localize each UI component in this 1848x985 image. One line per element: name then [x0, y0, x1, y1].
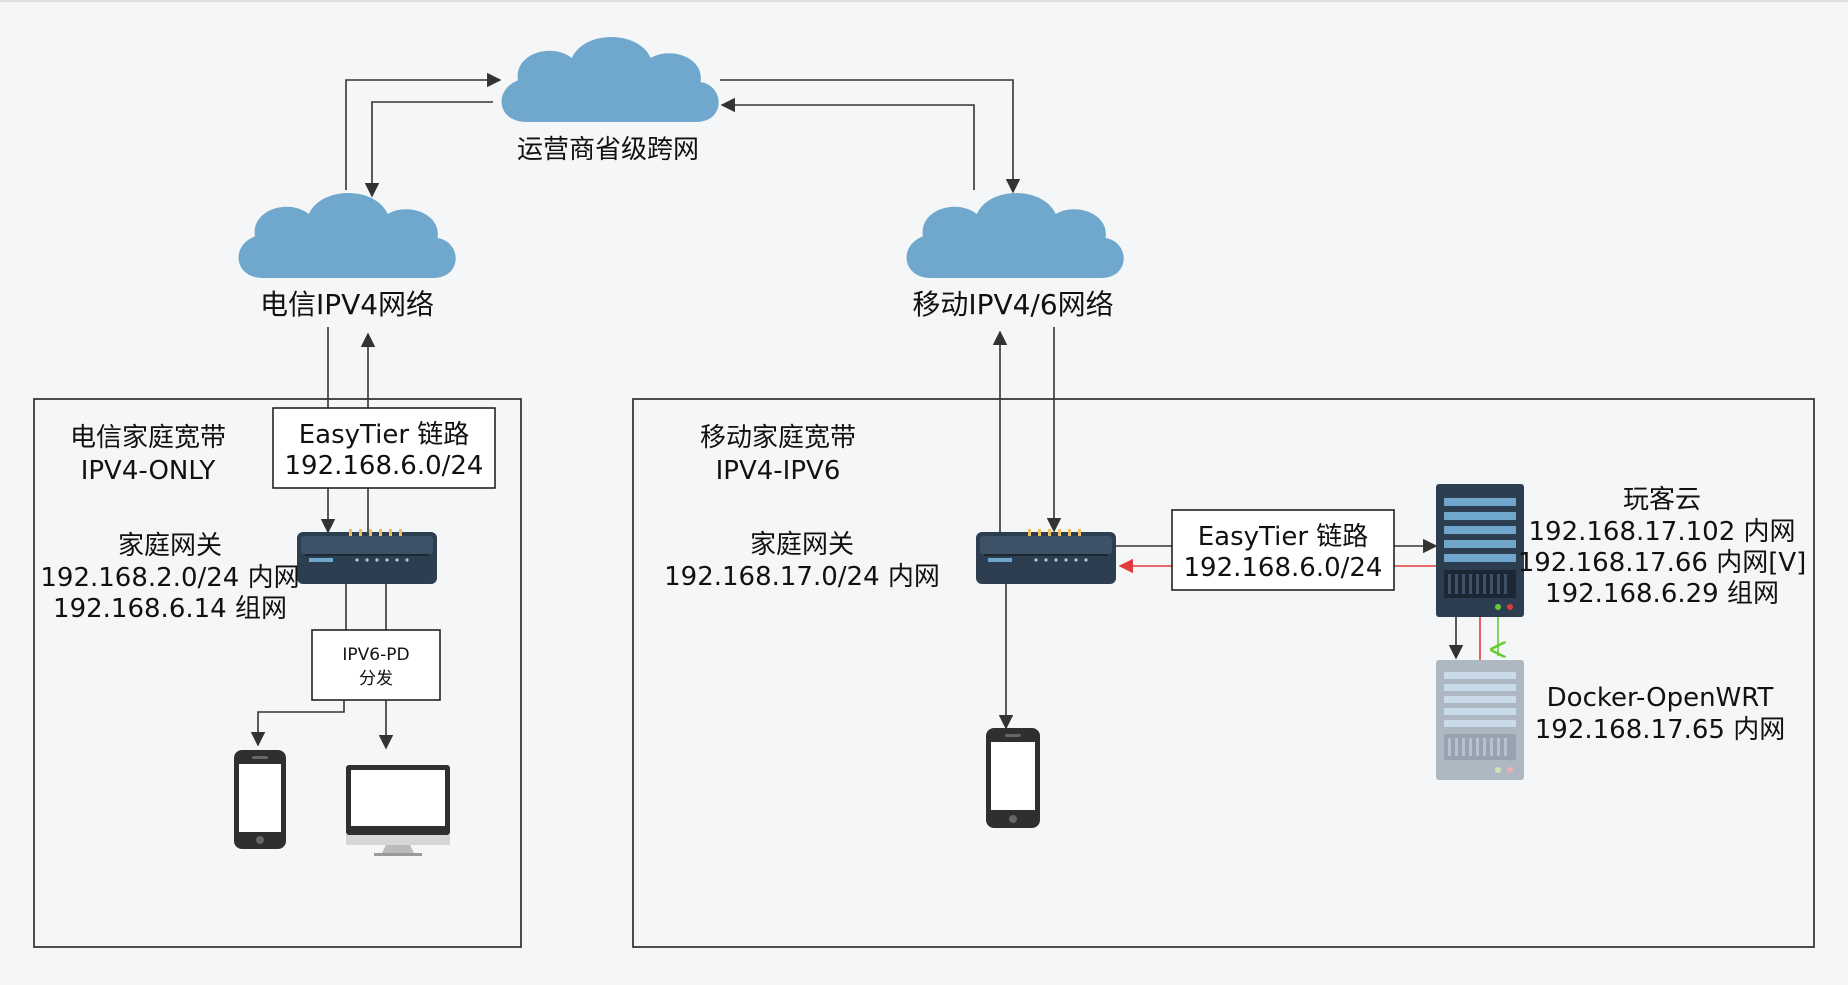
telecom-gateway-mesh: 192.168.6.14 组网	[53, 594, 287, 624]
telecom-device-links	[250, 700, 394, 750]
telecom-router-icon	[297, 529, 437, 584]
docker-name: Docker-OpenWRT	[1547, 683, 1774, 713]
telecom-easytier-subnet: 192.168.6.0/24	[285, 451, 484, 481]
core-cloud-icon	[501, 37, 719, 122]
telecom-home-frame	[33, 398, 522, 948]
telecom-home-title: 电信家庭宽带	[70, 423, 226, 453]
mobile-home-subtitle: IPV4-IPV6	[716, 456, 841, 486]
telecom-cloud-icon	[238, 193, 456, 278]
mobile-cloud-label: 移动IPV4/6网络	[912, 288, 1113, 321]
telecom-to-core-arrow	[345, 72, 502, 190]
telecom-lan-links	[345, 584, 387, 630]
core-to-telecom-arrow	[364, 101, 493, 198]
ipv6-pd-subtitle: 分发	[359, 669, 393, 689]
mobile-easytier-box	[1171, 509, 1395, 591]
mobile-home-title: 移动家庭宽带	[700, 423, 856, 453]
mobile-gateway-lan: 192.168.17.0/24 内网	[664, 562, 940, 592]
server-ip-virtual: 192.168.17.66 内网[V]	[1518, 548, 1807, 578]
ipv6-pd-title: IPV6-PD	[342, 645, 409, 665]
pd-to-phone-arrow	[250, 700, 345, 747]
server-ip-mesh: 192.168.6.29 组网	[1545, 579, 1779, 609]
mobile-home-frame	[632, 398, 1815, 948]
cloud-links	[345, 72, 1021, 198]
telecom-cloud-label: 电信IPV4网络	[260, 288, 434, 321]
mobile-gateway-name: 家庭网关	[750, 530, 854, 560]
telecom-easytier-box	[272, 407, 496, 489]
docker-ip: 192.168.17.65 内网	[1535, 715, 1785, 745]
mobile-router-icon	[976, 529, 1116, 584]
docker-server-icon	[1436, 660, 1524, 780]
mobile-to-core-arrow	[720, 97, 975, 190]
server-docker-links	[1448, 617, 1498, 660]
server-ip-lan: 192.168.17.102 内网	[1528, 517, 1795, 547]
core-cloud-label: 运营商省级跨网	[517, 135, 699, 165]
telecom-easytier-title: EasyTier 链路	[299, 420, 470, 450]
telecom-home-subtitle: IPV4-ONLY	[81, 456, 216, 486]
ipv6-pd-box	[311, 629, 441, 701]
telecom-gateway-name: 家庭网关	[118, 531, 222, 561]
mobile-uplinks	[992, 327, 1062, 533]
telecom-phone-icon	[234, 750, 286, 849]
mobile-cloud-icon	[906, 193, 1124, 278]
telecom-monitor-icon	[346, 765, 450, 856]
telecom-gateway-lan: 192.168.2.0/24 内网	[40, 563, 299, 593]
mobile-easytier-title: EasyTier 链路	[1198, 522, 1369, 552]
core-to-mobile-arrow	[720, 79, 1021, 194]
mobile-easytier-subnet: 192.168.6.0/24	[1184, 553, 1383, 583]
server-name: 玩客云	[1623, 485, 1701, 515]
server-icon	[1436, 484, 1524, 617]
mobile-phone-icon	[986, 728, 1040, 828]
